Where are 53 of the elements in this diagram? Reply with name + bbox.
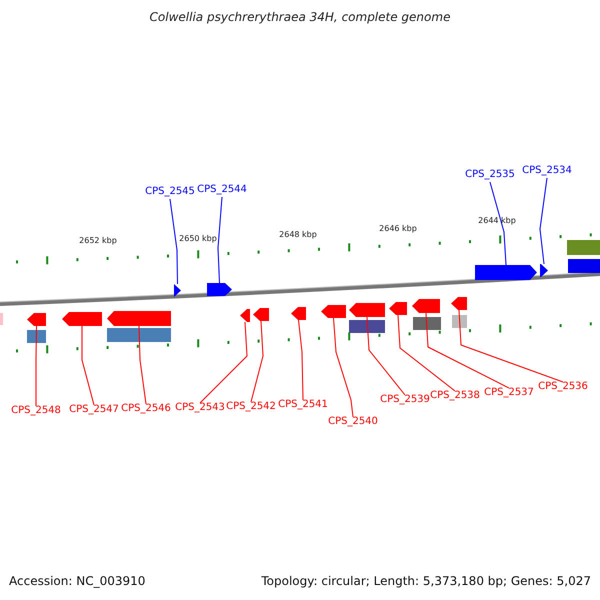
gene-label: CPS_2539	[380, 394, 430, 405]
leader-line	[298, 320, 304, 400]
gene-block	[349, 303, 385, 317]
gene-block	[540, 264, 548, 277]
gene-label: CPS_2536	[538, 381, 588, 392]
gene-label: CPS_2548	[11, 405, 61, 416]
gene-block	[240, 309, 250, 322]
leader-line	[398, 314, 456, 392]
scale-label: 2646 kbp	[379, 224, 417, 233]
leader-line	[333, 318, 354, 418]
leader-line	[426, 312, 510, 388]
gene-block	[291, 307, 306, 320]
gene-label: CPS_2537	[484, 387, 534, 398]
leader-line	[458, 310, 564, 382]
gene-label: CPS_2542	[226, 401, 276, 412]
leader-line	[218, 196, 222, 284]
gene-label: CPS_2543	[175, 402, 225, 413]
gene-label: CPS_2534	[522, 165, 572, 176]
gene-label: CPS_2544	[197, 184, 247, 195]
gene-block	[174, 284, 181, 297]
leader-line	[170, 198, 178, 284]
gene-label: CPS_2546	[121, 403, 171, 414]
gene-block	[107, 311, 171, 326]
gene-block	[451, 297, 467, 310]
scale-label: 2648 kbp	[279, 230, 317, 239]
leader-line	[366, 316, 406, 396]
gene-block	[62, 312, 102, 326]
gene-label: CPS_2547	[69, 404, 119, 415]
gene-block	[475, 265, 537, 280]
gene-label: CPS_2538	[430, 390, 480, 401]
gene-label: CPS_2540	[328, 416, 378, 427]
accession-text: Accession: NC_003910	[9, 574, 146, 588]
leader-line	[490, 182, 506, 266]
scale-label: 2644 kbp	[478, 216, 516, 225]
gene-block	[321, 305, 346, 318]
gene-block	[27, 313, 46, 326]
gene-block	[207, 283, 232, 296]
leader-line	[200, 322, 248, 404]
leader-line	[138, 326, 146, 404]
scale-label: 2650 kbp	[179, 234, 217, 243]
gene-block	[253, 308, 269, 321]
scale-label: 2652 kbp	[79, 236, 117, 245]
gene-label: CPS_2545	[145, 186, 195, 197]
gene-block	[389, 302, 407, 315]
gene-label: CPS_2541	[278, 399, 328, 410]
gene-label: CPS_2535	[465, 169, 515, 180]
leader-line	[250, 320, 264, 402]
leader-line	[540, 178, 548, 264]
genome-info-text: Topology: circular; Length: 5,373,180 bp; Genes: 5,027	[261, 574, 591, 588]
leader-line	[82, 326, 94, 406]
title: Colwellia psychrerythraea 34H, complete genome	[148, 10, 452, 24]
leader-line	[36, 326, 37, 406]
gene-block	[412, 299, 440, 313]
